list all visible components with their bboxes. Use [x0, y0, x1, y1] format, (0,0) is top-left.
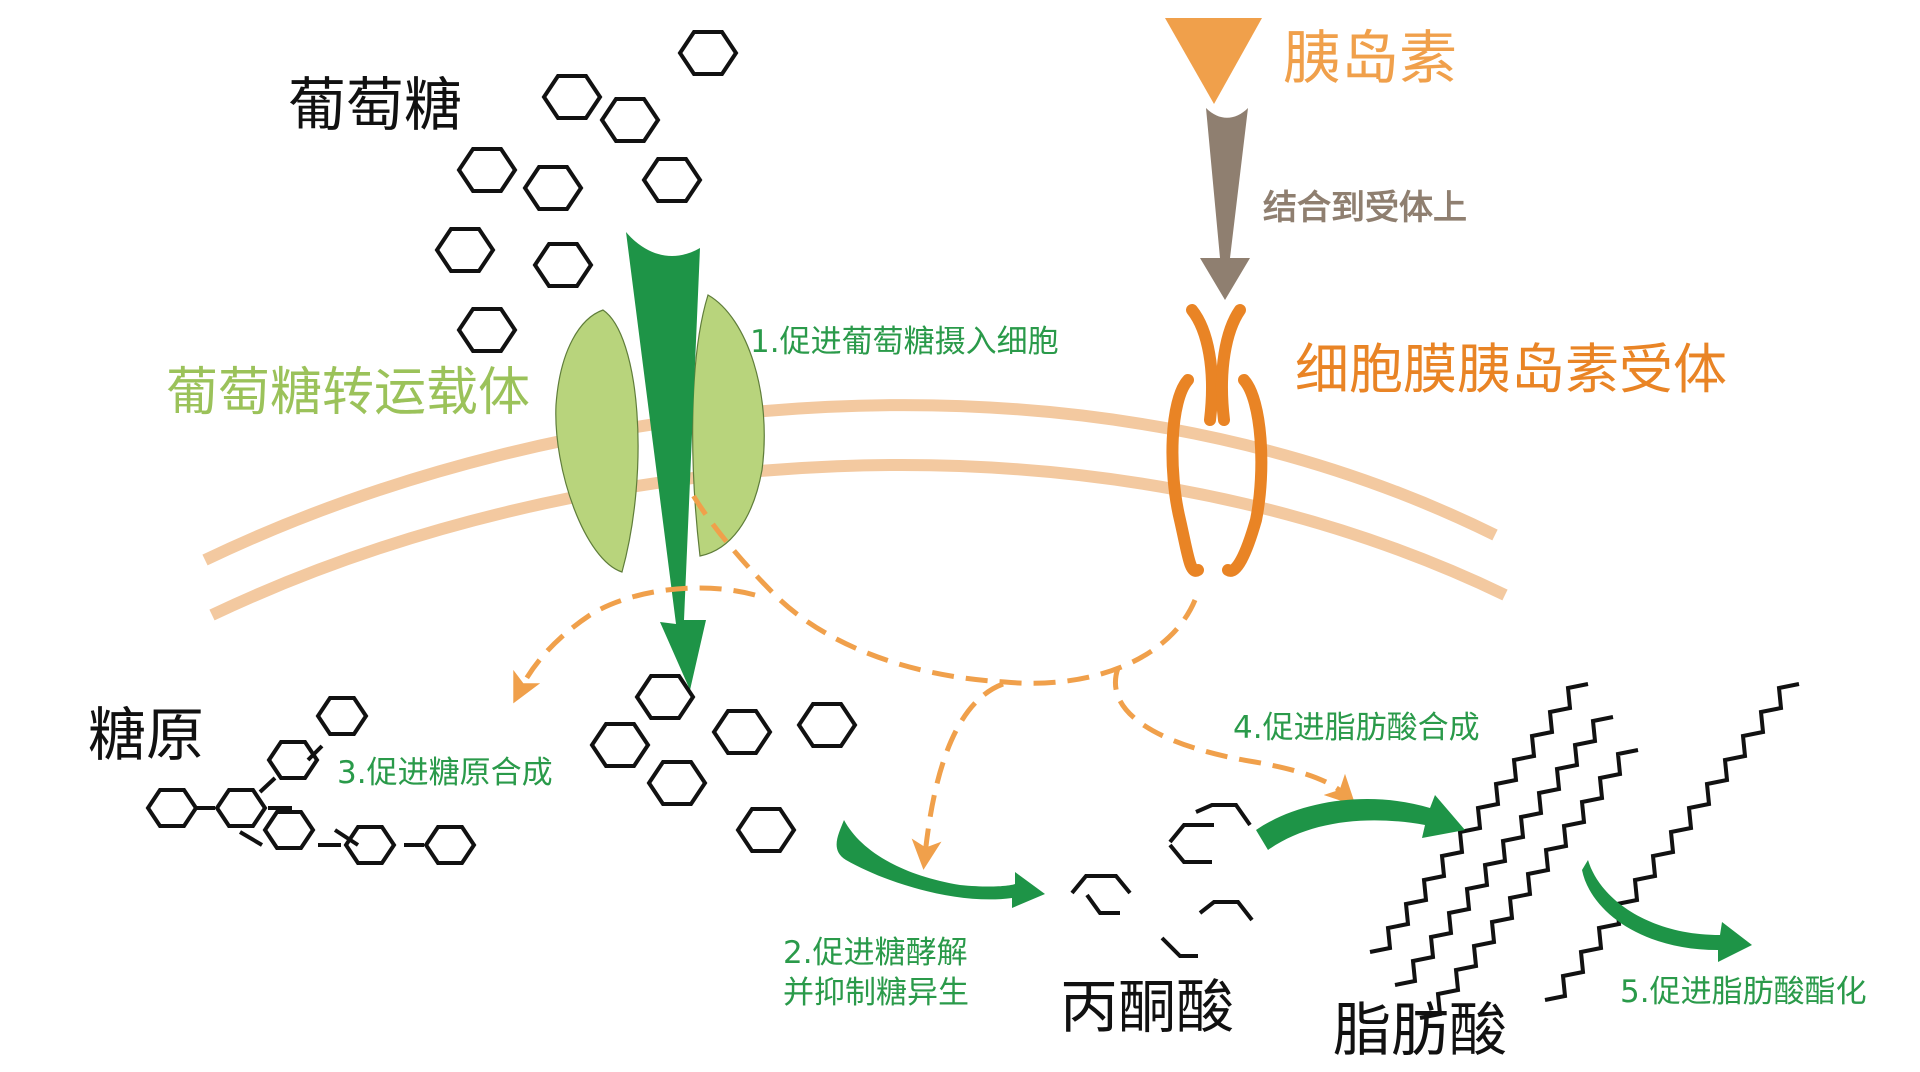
dashed-path-to-pyruvate	[911, 681, 1004, 870]
fatty-acid-synthesis-arrow	[1256, 795, 1465, 850]
glucose-hexagon	[635, 674, 695, 720]
glycogen-molecule	[146, 696, 476, 865]
transporter-left-lobe	[555, 309, 639, 573]
cell-membrane	[202, 399, 1508, 621]
signaling-dashed-paths	[513, 488, 1356, 870]
step-4-label: 4.促进脂肪酸合成	[1233, 710, 1480, 746]
transporter-label: 葡萄糖转运载体	[166, 363, 530, 423]
membrane-outer-line	[202, 399, 1498, 566]
glucose-molecules-inside	[590, 674, 857, 853]
insulin-label: 胰岛素	[1283, 24, 1457, 92]
glucose-hexagon	[797, 702, 857, 748]
membrane-inner-line	[209, 459, 1508, 621]
receptor-label: 细胞膜胰岛素受体	[1295, 338, 1727, 401]
dashed-path-to-glycogen	[513, 585, 756, 704]
step-1-label: 1.促进葡萄糖摄入细胞	[750, 324, 1059, 360]
glucose-hexagon	[523, 165, 583, 211]
glucose-transporter	[555, 294, 765, 573]
glucose-hexagon	[590, 722, 650, 768]
dashed-path-to-fatty-acid	[1113, 667, 1356, 806]
glucose-hexagon	[647, 760, 707, 806]
glucose-hexagon	[642, 157, 702, 203]
glucose-hexagon	[542, 74, 602, 120]
step-2-label-line1: 2.促进糖酵解	[783, 935, 968, 971]
step-3-label: 3.促进糖原合成	[337, 755, 553, 791]
esterification-arrow	[1582, 860, 1752, 962]
binding-arrow	[1200, 108, 1250, 300]
glucose-uptake-arrow	[626, 232, 706, 690]
glucose-label: 葡萄糖	[288, 71, 462, 139]
fatty-acid-label: 脂肪酸	[1333, 996, 1507, 1064]
glucose-hexagon	[712, 709, 772, 755]
glycogen-label: 糖原	[88, 701, 204, 769]
fatty-acid-molecules	[1369, 682, 1800, 1020]
glucose-hexagon	[457, 147, 517, 193]
glucose-hexagon	[435, 227, 495, 273]
glucose-hexagon	[533, 242, 593, 288]
insulin-receptor	[1166, 304, 1268, 577]
binding-label: 结合到受体上	[1263, 188, 1467, 228]
step-5-label: 5.促进脂肪酸酯化	[1620, 974, 1867, 1010]
pyruvate-molecules	[1070, 803, 1254, 958]
glycolysis-arrow	[836, 820, 1045, 908]
dashed-path-main	[687, 488, 1198, 686]
glucose-hexagon	[736, 807, 796, 853]
step-2-label-line2: 并抑制糖异生	[783, 975, 969, 1011]
glucose-hexagon	[457, 307, 517, 353]
pyruvate-label: 丙酮酸	[1060, 973, 1234, 1041]
glucose-hexagon	[600, 97, 660, 143]
insulin-triangle	[1165, 18, 1262, 104]
glucose-hexagon	[678, 30, 738, 76]
